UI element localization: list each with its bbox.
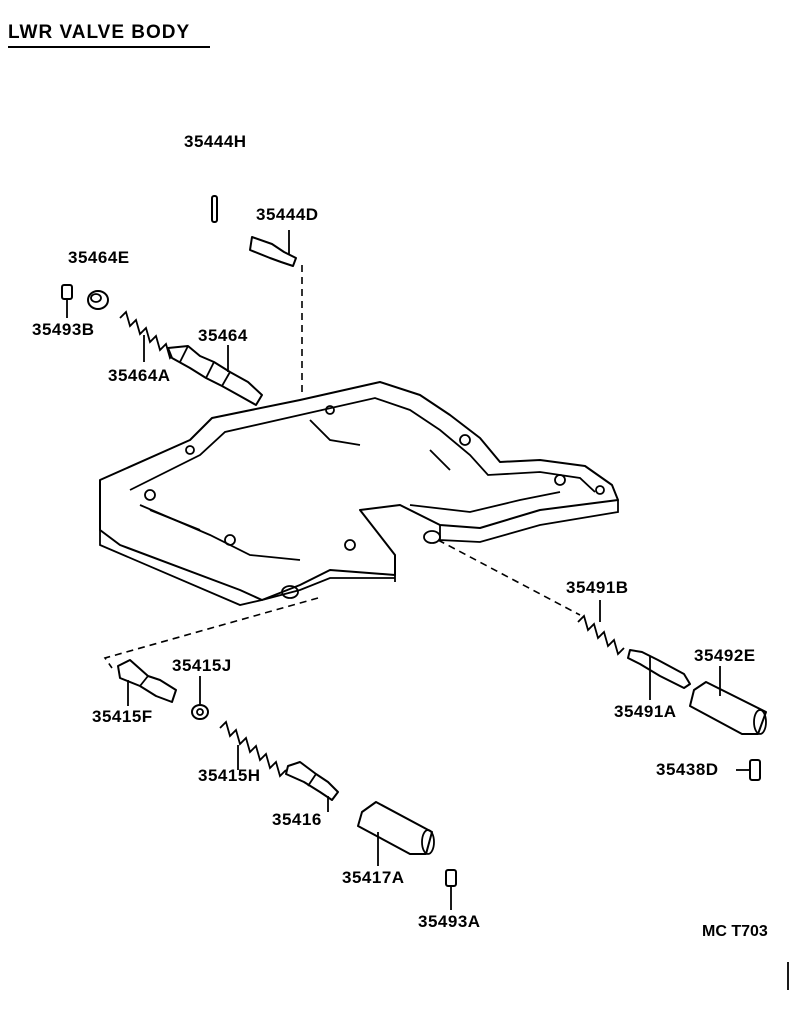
part-35438D-pin [736, 759, 761, 781]
diagram-title: LWR VALVE BODY [8, 22, 191, 43]
label-35416: 35416 [272, 810, 322, 829]
label-35444D: 35444D [256, 205, 319, 224]
valve-body-plate [99, 381, 619, 606]
part-35417A-sleeve [357, 801, 435, 866]
part-35415H-spring [219, 720, 287, 778]
drawing-code: MC T703 [702, 923, 768, 940]
part-35415F-valve [117, 659, 177, 706]
label-35493A: 35493A [418, 912, 481, 931]
part-35444D-plug [249, 230, 297, 267]
label-35415J: 35415J [172, 656, 232, 675]
label-35464: 35464 [198, 326, 248, 345]
label-35493B: 35493B [32, 320, 95, 339]
part-35464-valve [167, 345, 263, 406]
part-35491A-valve [627, 649, 691, 700]
part-35415J-washer [191, 676, 209, 720]
part-35493B-pin [61, 284, 73, 318]
title-underline [8, 46, 210, 48]
label-35417A: 35417A [342, 868, 405, 887]
part-35493A-pin [445, 869, 457, 910]
assembly-line-right [437, 539, 581, 616]
assembly-line-lower [103, 597, 319, 669]
part-35464E-cap [87, 290, 109, 310]
label-35464E: 35464E [68, 248, 130, 267]
label-35415H: 35415H [198, 766, 261, 785]
part-35416-valve [285, 761, 339, 812]
part-35444H-pin [211, 195, 218, 223]
label-35491A: 35491A [614, 702, 677, 721]
label-35438D: 35438D [656, 760, 719, 779]
label-35444H: 35444H [184, 132, 247, 151]
label-35415F: 35415F [92, 707, 153, 726]
part-35491B-spring [577, 600, 625, 656]
part-35464A-spring [119, 310, 177, 362]
part-35492E-sleeve [689, 666, 767, 735]
label-35464A: 35464A [108, 366, 171, 385]
label-35491B: 35491B [566, 578, 629, 597]
label-35492E: 35492E [694, 646, 756, 665]
